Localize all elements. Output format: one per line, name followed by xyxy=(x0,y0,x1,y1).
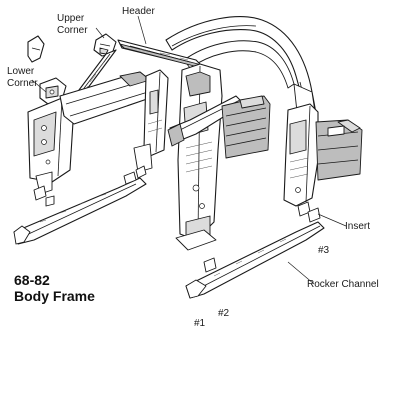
header-part xyxy=(117,39,205,69)
part-number-1: #1 xyxy=(194,318,206,329)
rocker-channel-label: Rocker Channel xyxy=(307,279,379,290)
windshield-bracket xyxy=(27,35,45,63)
front-hinge-pillar xyxy=(27,97,75,195)
floor-section xyxy=(221,95,271,159)
diagram-title-name: Body Frame xyxy=(14,288,95,304)
rear-panel xyxy=(315,119,363,181)
upper-corner-label-line2: Corner xyxy=(57,25,88,36)
b-pillar xyxy=(175,63,223,251)
header-label: Header xyxy=(122,6,155,17)
center-post-left xyxy=(133,69,169,173)
rocker-channel xyxy=(185,201,325,299)
lower-corner-label-line2: Corner xyxy=(7,78,38,89)
part-number-2: #2 xyxy=(218,308,230,319)
insert-label: Insert xyxy=(345,221,371,232)
door-beam xyxy=(59,71,151,125)
rocker-left xyxy=(13,165,147,245)
rear-quarter-pillar xyxy=(283,103,319,207)
upper-corner-part xyxy=(93,33,117,57)
lower-corner-label-line1: Lower xyxy=(7,66,35,77)
part-number-3: #3 xyxy=(318,245,330,256)
diagram-title-years: 68-82 xyxy=(14,272,50,288)
callout-leaders xyxy=(31,15,347,285)
upper-corner-label-line1: Upper xyxy=(57,13,85,24)
